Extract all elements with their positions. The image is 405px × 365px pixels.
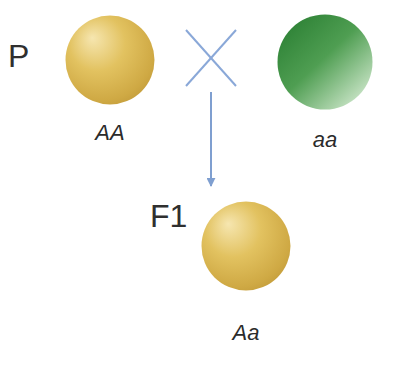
seed-shape — [66, 16, 155, 105]
parent-seed: AA — [63, 15, 157, 147]
genotype-label: Aa — [199, 321, 293, 345]
cross-stroke — [186, 30, 236, 86]
seed-circle — [277, 14, 373, 110]
seed-circle — [201, 201, 291, 291]
seed-shape — [202, 202, 291, 291]
seed-shape — [278, 15, 373, 110]
offspring-seed: Aa — [199, 201, 293, 347]
cross-stroke — [186, 30, 236, 86]
cross-symbol — [186, 30, 236, 86]
generation-label: P — [8, 40, 29, 72]
parent-seed: aa — [275, 14, 375, 154]
generation-label: F1 — [150, 200, 187, 232]
seed-circle — [65, 15, 155, 105]
genotype-label: aa — [275, 128, 375, 152]
genotype-label: AA — [63, 121, 157, 145]
offspring-arrow — [210, 92, 212, 186]
